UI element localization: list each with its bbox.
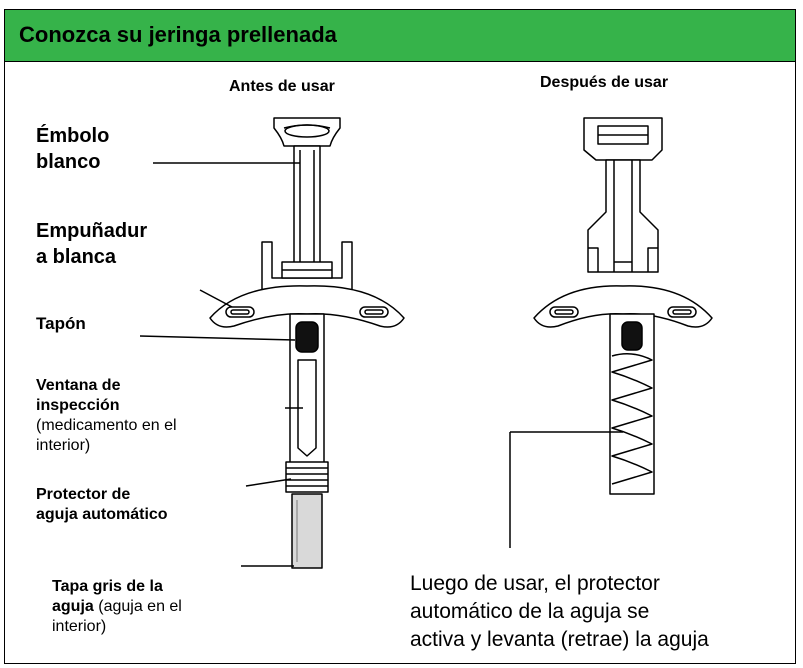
column-title-before: Antes de usar	[229, 78, 335, 95]
page-title: Conozca su jeringa prellenada	[19, 22, 337, 47]
diagram-frame	[4, 9, 796, 664]
syringe-before-icon	[209, 117, 405, 569]
stopper-label: Tapón	[36, 314, 86, 333]
syringe-after-icon	[533, 117, 713, 495]
column-title-after: Después de usar	[540, 74, 669, 91]
header-bar: Conozca su jeringa prellenada	[5, 10, 795, 62]
